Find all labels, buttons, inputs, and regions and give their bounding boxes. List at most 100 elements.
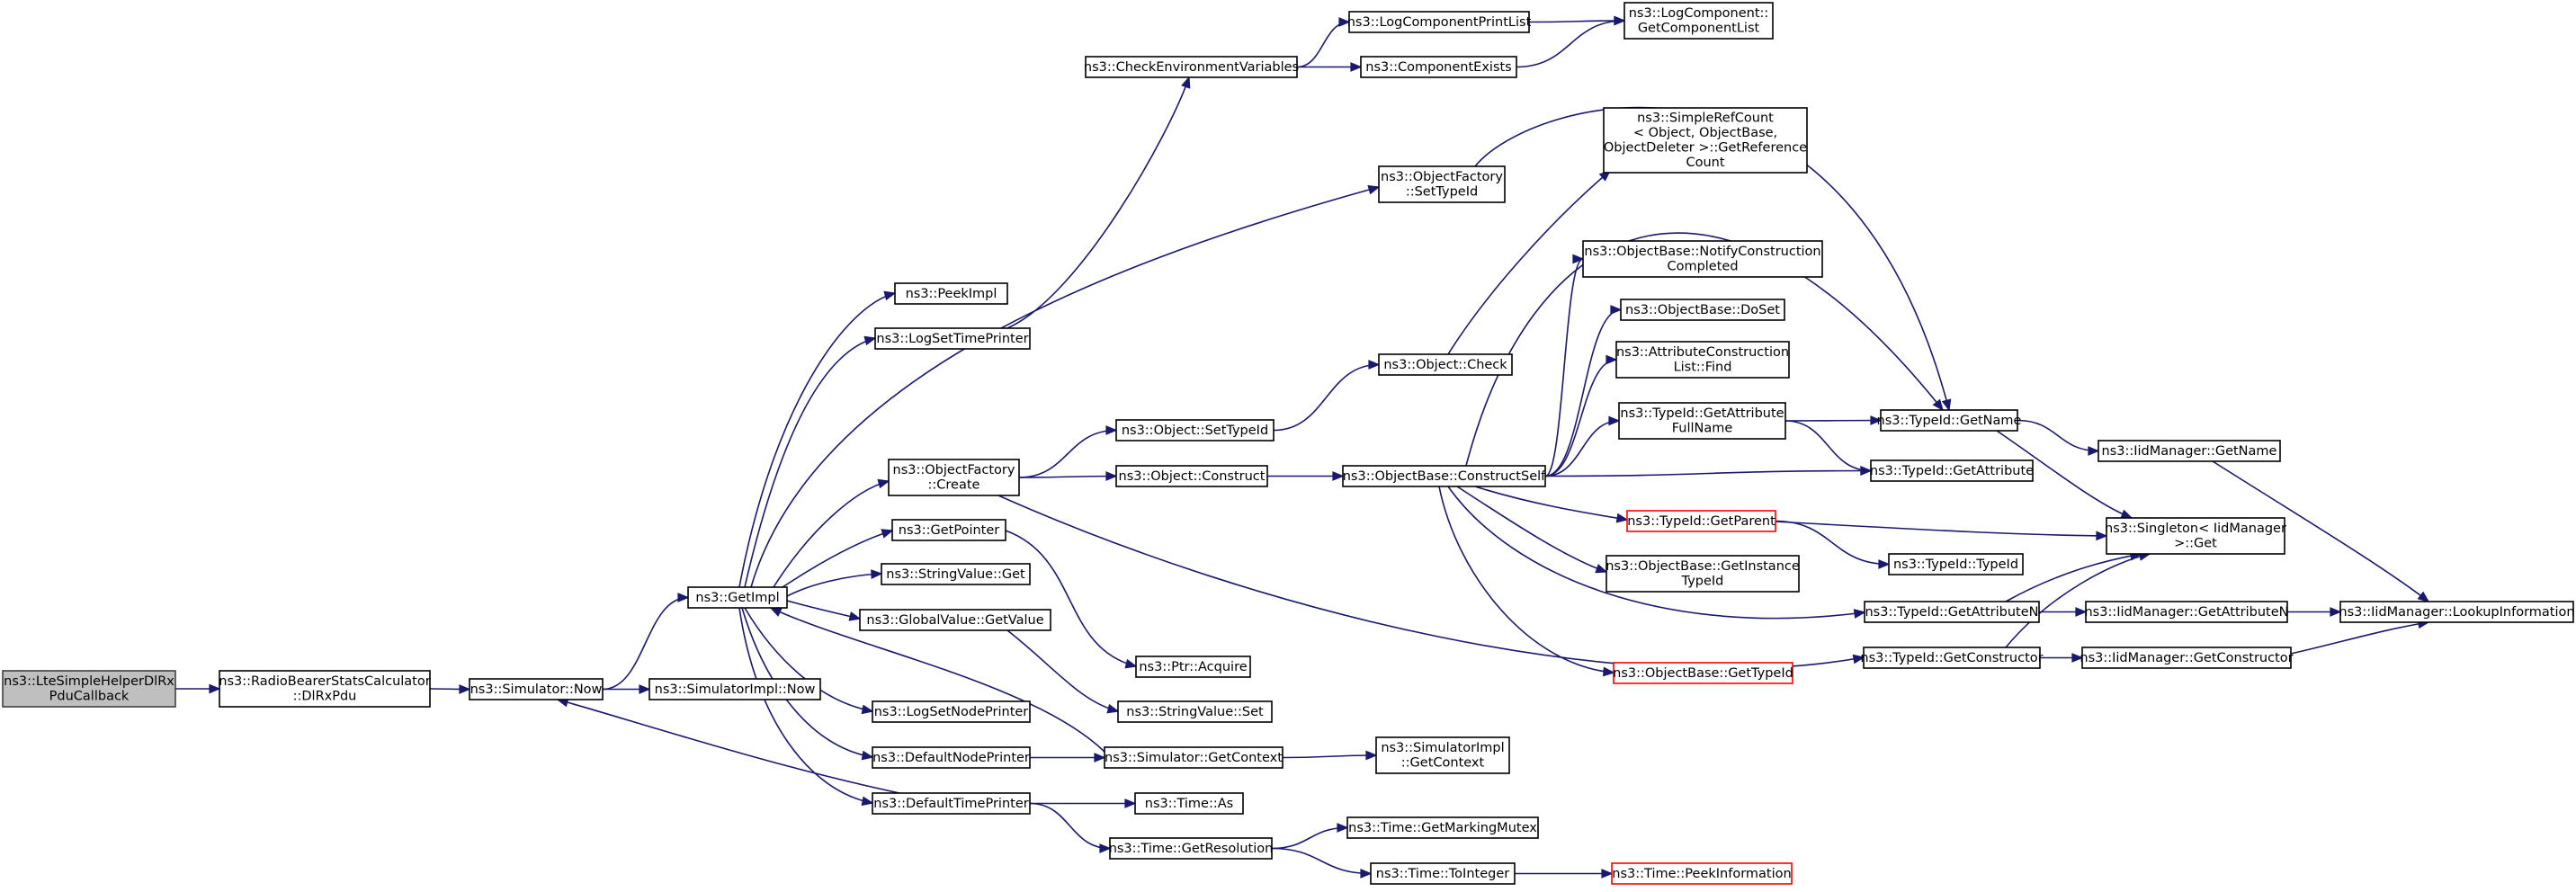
edge-line [744,607,873,712]
node-tidgetparent[interactable]: ns3::TypeId::GetParent [1626,510,1776,532]
node-label: ns3::Time::GetResolution [1109,842,1274,856]
edge-line [1544,359,1617,477]
arrowhead [1181,76,1191,89]
edge-line [1456,486,1607,573]
node-objconstruct[interactable]: ns3::Object::Construct [1115,465,1268,487]
node-simimplnow[interactable]: ns3::SimulatorImpl::Now [648,678,821,700]
node-ofcreate[interactable]: ns3::ObjectFactory::Create [888,459,1020,496]
node-obdoset[interactable]: ns3::ObjectBase::DoSet [1620,299,1785,321]
arrowhead [2417,591,2430,602]
edge-objconstruct-to-obconstructself [1267,471,1345,481]
node-timeas[interactable]: ns3::Time::As [1134,792,1244,815]
node-label: List::Find [1674,361,1732,375]
edge-line [1447,486,1865,620]
node-getimpl[interactable]: ns3::GetImpl [687,586,788,609]
node-tidtypeid[interactable]: ns3::TypeId::TypeId [1888,553,2024,575]
node-singleton[interactable]: ns3::Singleton< IidManager>::Get [2105,517,2286,555]
arrowhead [209,683,221,694]
edge-iidgetattrn-to-iidlookup [2287,607,2342,617]
node-iidgetattrn[interactable]: ns3::IidManager::GetAttributeN [2084,601,2289,623]
node-objcheck[interactable]: ns3::Object::Check [1378,353,1513,376]
edge-obconstructself-to-obgetinst [1456,486,1608,574]
node-srcgetref[interactable]: ns3::SimpleRefCount< Object, ObjectBase,… [1603,107,1808,174]
edge-line [741,607,873,758]
node-box [687,586,788,609]
node-tidgetname[interactable]: ns3::TypeId::GetName [1877,409,2022,432]
node-label: ns3::LogSetTimePrinter [876,332,1028,346]
node-ofsettype[interactable]: ns3::ObjectFactory::SetTypeId [1378,165,1506,203]
edge-line [1006,629,1119,712]
node-box [1618,402,1786,440]
node-compexists[interactable]: ns3::ComponentExists [1360,56,1517,78]
node-simimplctx[interactable]: ns3::SimulatorImpl::GetContext [1375,736,1510,774]
arrowhead [769,607,783,617]
node-timegetmm[interactable]: ns3::Time::GetMarkingMutex [1346,816,1539,839]
edge-compexists-to-lcgetlist [1516,15,1626,68]
arrowhead [639,684,651,694]
node-ptracquire[interactable]: ns3::Ptr::Acquire [1135,656,1251,678]
node-iidlookup[interactable]: ns3::IidManager::LookupInformation [2339,601,2575,623]
node-lcgetlist[interactable]: ns3::LogComponent::GetComponentList [1623,2,1774,40]
node-rbsc[interactable]: ns3::RadioBearerStatsCalculator::DlRxPdu [219,670,431,708]
edge-lcprintlist-to-lcgetlist [1528,15,1626,26]
edge-obconstructself-to-acfind [1544,354,1618,477]
edge-getimpl-to-getpointer [782,529,894,588]
node-checkenv[interactable]: ns3::CheckEnvironmentVariables [1084,56,1299,78]
edge-line [1784,419,1882,422]
node-box [872,792,1031,815]
node-getpointer[interactable]: ns3::GetPointer [891,519,1006,541]
node-deftime[interactable]: ns3::DefaultTimePrinter [872,792,1031,815]
node-box [2097,440,2281,462]
node-iidgetctor[interactable]: ns3::IidManager::GetConstructor [2080,647,2294,669]
edge-line [1018,475,1117,478]
node-lcprintlist[interactable]: ns3::LogComponentPrintList [1347,11,1532,33]
edge-tidgetattrfull-to-tidgetattr [1784,420,1873,476]
node-stringvalset[interactable]: ns3::StringValue::Set [1117,700,1273,723]
node-simgetctx[interactable]: ns3::Simulator::GetContext [1104,746,1284,769]
node-peekimpl[interactable]: ns3::PeekImpl [894,282,1008,305]
arrowhead [1106,703,1120,714]
edge-checkenv-to-lcprintlist [1296,17,1351,68]
node-timegetres[interactable]: ns3::Time::GetResolution [1109,837,1274,860]
node-defnode[interactable]: ns3::DefaultNodePrinter [872,746,1031,769]
node-obconstructself[interactable]: ns3::ObjectBase::ConstructSelf [1342,465,1546,487]
node-tidgetctor[interactable]: ns3::TypeId::GetConstructor [1860,647,2044,669]
node-label: ns3::LogSetNodePrinter [874,705,1029,719]
node-label: ns3::ComponentExists [1365,60,1512,75]
node-logsettime[interactable]: ns3::LogSetTimePrinter [874,327,1031,350]
node-label: ::DlRxPdu [293,690,357,704]
node-timetoint[interactable]: ns3::Time::ToInteger [1370,862,1516,885]
node-logsetnode[interactable]: ns3::LogSetNodePrinter [872,700,1031,723]
edge-ofcreate-to-objconstruct [1018,471,1118,481]
node-label: ns3::CheckEnvironmentVariables [1084,60,1299,75]
node-box [1115,465,1268,487]
node-iidgetname[interactable]: ns3::IidManager::GetName [2097,440,2281,462]
edge-simgetctx-to-simimplctx [1282,750,1378,761]
node-tidgetattr[interactable]: ns3::TypeId::GetAttribute [1870,459,2034,482]
arrowhead [1601,869,1614,879]
edge-timetoint-to-timepeek [1515,869,1614,879]
node-globalvalget[interactable]: ns3::GlobalValue::GetValue [859,609,1051,631]
edge-getimpl-to-ofsettype [750,184,1381,588]
arrowhead [2120,509,2133,519]
node-objsettype[interactable]: ns3::Object::SetTypeId [1115,419,1275,442]
edge-line [2017,419,2099,452]
node-box [1348,11,1530,33]
arrowhead [883,290,897,301]
node-simnow[interactable]: ns3::Simulator::Now [469,678,604,700]
node-tidgetattrn[interactable]: ns3::TypeId::GetAttributeN [1864,601,2040,623]
node-timepeek[interactable]: ns3::Time::PeekInformation [1611,862,1793,885]
edge-line [1474,486,1628,521]
node-stringvalget[interactable]: ns3::StringValue::Get [881,563,1031,585]
edge-ofcreate-to-objsettype [1018,425,1118,478]
node-obgettypeid[interactable]: ns3::ObjectBase::GetTypeId [1613,662,1793,684]
arrowhead [1367,184,1381,195]
edge-tidgetparent-to-tidtypeid [1775,520,1891,569]
edge-line [1018,429,1117,478]
node-obnotify[interactable]: ns3::ObjectBase::NotifyConstructionCompl… [1582,240,1823,278]
